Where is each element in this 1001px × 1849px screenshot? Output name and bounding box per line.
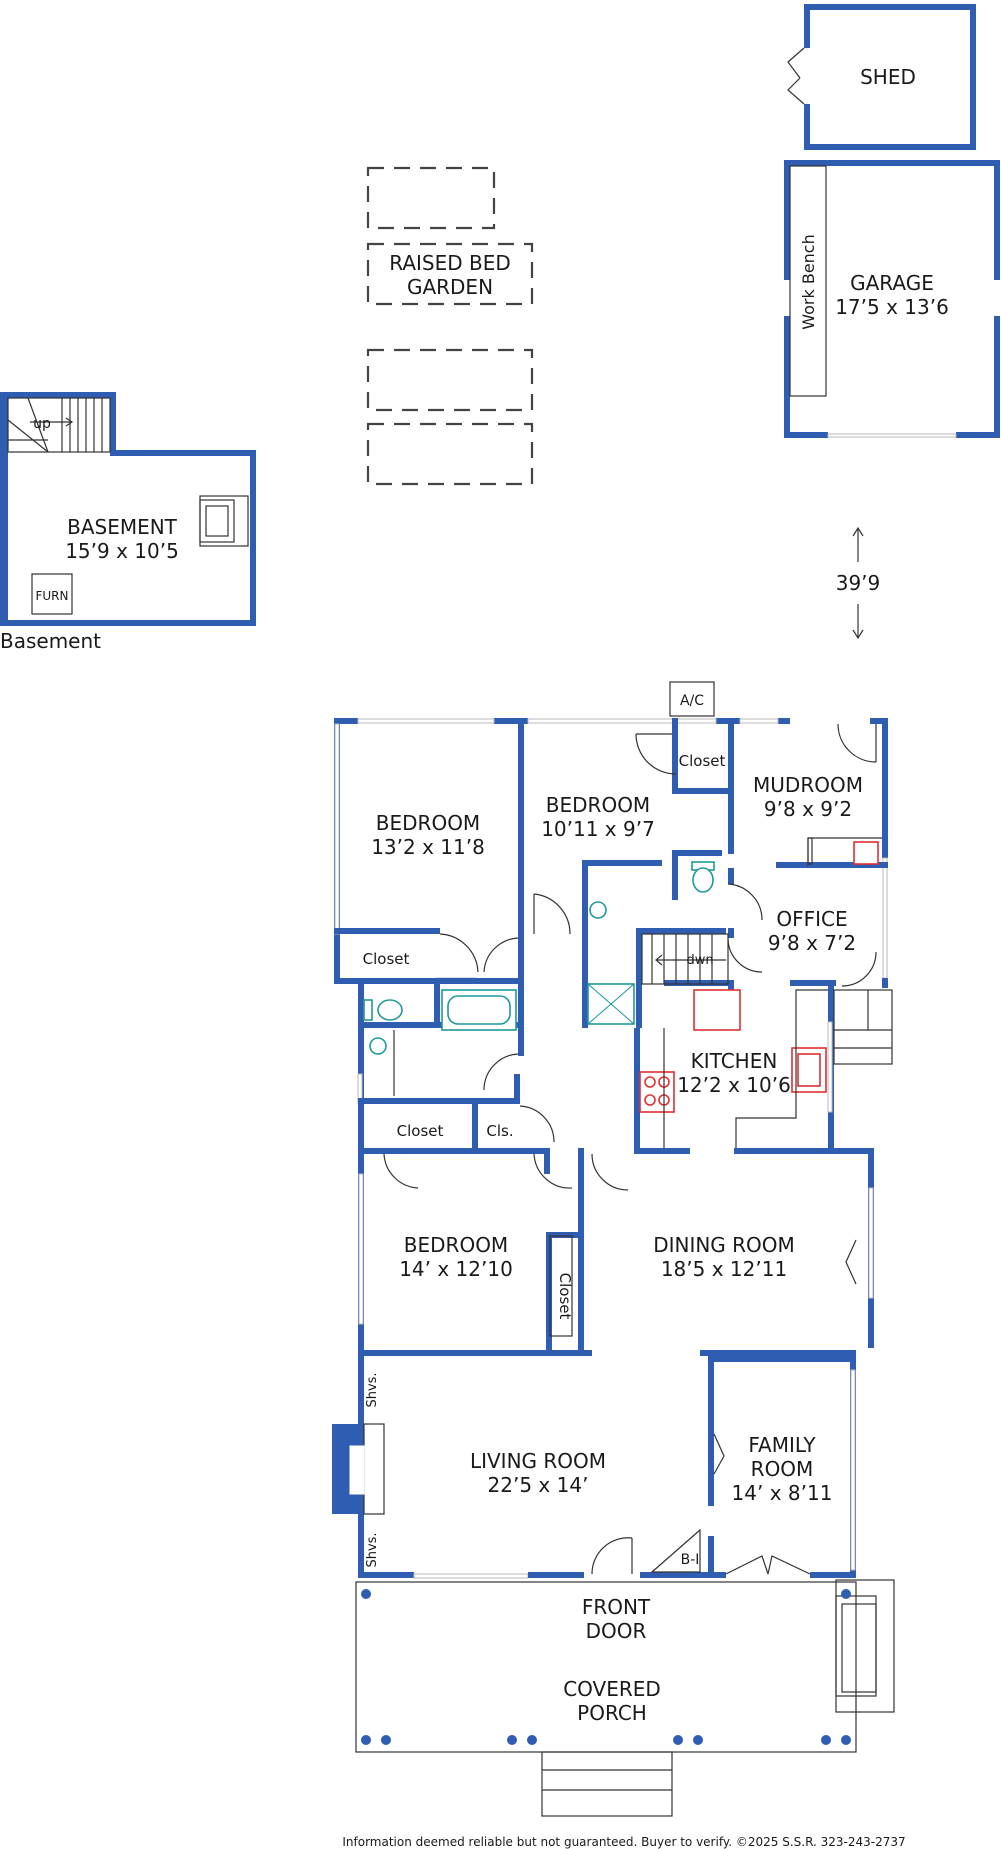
ac-label: A/C bbox=[680, 693, 704, 709]
laundry-sink-icon bbox=[853, 841, 879, 865]
shed: SHED bbox=[787, 4, 976, 150]
raised-bed-garden: RAISED BED GARDEN bbox=[366, 166, 534, 486]
basement-name: BASEMENT bbox=[67, 515, 178, 539]
bedroom3-name: BEDROOM bbox=[404, 1233, 508, 1257]
basement-size: 15’9 x 10’5 bbox=[65, 539, 179, 563]
sink-icon bbox=[589, 901, 607, 919]
dining-size: 18’5 x 12’11 bbox=[661, 1257, 787, 1281]
bedroom1-name: BEDROOM bbox=[376, 811, 480, 835]
porch-label-1: COVERED bbox=[563, 1677, 661, 1701]
basement-caption: Basement bbox=[0, 629, 101, 653]
fixtures bbox=[363, 837, 893, 1573]
kitchen-name: KITCHEN bbox=[691, 1049, 778, 1073]
bedroom1-size: 13’2 x 11’8 bbox=[371, 835, 485, 859]
living-name: LIVING ROOM bbox=[470, 1449, 606, 1473]
stairs-down-label: dwn bbox=[686, 953, 713, 968]
built-in-label: B-I bbox=[681, 1552, 700, 1568]
bedroom2-size: 10’11 x 9’7 bbox=[541, 817, 655, 841]
refrigerator-icon bbox=[693, 989, 741, 1031]
office-size: 9’8 x 7’2 bbox=[768, 931, 856, 955]
basement: up BASEMENT 15’9 x 10’5 FURN bbox=[0, 392, 256, 626]
sink-icon bbox=[369, 1037, 387, 1055]
front-door-label-1: FRONT bbox=[582, 1595, 651, 1619]
exterior-steps bbox=[833, 989, 893, 1065]
built-in-cabinet bbox=[650, 1528, 701, 1573]
shelves-bottom-label: Shvs. bbox=[365, 1532, 380, 1567]
footer-disclaimer: Information deemed reliable but not guar… bbox=[342, 1835, 905, 1849]
porch-label-2: PORCH bbox=[577, 1701, 647, 1725]
toilet-icon bbox=[377, 999, 403, 1021]
closet-bedroom1-label: Closet bbox=[363, 950, 410, 968]
living-size: 22’5 x 14’ bbox=[488, 1473, 589, 1497]
family-size: 14’ x 8’11 bbox=[732, 1481, 833, 1505]
stairs-up-label: up bbox=[33, 416, 51, 432]
office-name: OFFICE bbox=[776, 907, 847, 931]
distance-marker: 39’9 bbox=[836, 526, 881, 640]
garage-size: 17’5 x 13’6 bbox=[835, 295, 949, 319]
furnace-label: FURN bbox=[36, 589, 69, 603]
furnace bbox=[31, 573, 73, 615]
shelves-top-label: Shvs. bbox=[365, 1372, 380, 1407]
ac-unit bbox=[669, 681, 715, 717]
mudroom-size: 9’8 x 9’2 bbox=[764, 797, 852, 821]
dining-name: DINING ROOM bbox=[653, 1233, 795, 1257]
closet-bedroom3-label: Closet bbox=[556, 1273, 574, 1320]
shed-label: SHED bbox=[860, 65, 916, 89]
kitchen-size: 12’2 x 10’6 bbox=[677, 1073, 791, 1097]
stove-icon bbox=[639, 1071, 675, 1113]
basement-stairs bbox=[7, 397, 111, 453]
water-heater bbox=[199, 495, 249, 547]
cls-label: Cls. bbox=[486, 1122, 513, 1140]
raised-bed-label-1: RAISED BED bbox=[389, 251, 511, 275]
front-door-label-2: DOOR bbox=[586, 1619, 647, 1643]
bedroom2-name: BEDROOM bbox=[546, 793, 650, 817]
covered-porch bbox=[355, 1579, 895, 1817]
bedroom3-size: 14’ x 12’10 bbox=[399, 1257, 513, 1281]
family-name-2: ROOM bbox=[751, 1457, 814, 1481]
garage: Work Bench GARAGE 17’5 x 13’6 bbox=[784, 160, 1000, 438]
distance-label: 39’9 bbox=[836, 571, 881, 595]
closet-top-label: Closet bbox=[679, 752, 726, 770]
basement-stairs-down bbox=[641, 933, 729, 985]
mudroom-name: MUDROOM bbox=[753, 773, 863, 797]
closet-hall-label: Closet bbox=[397, 1122, 444, 1140]
house-walls bbox=[332, 718, 888, 1579]
doors bbox=[383, 723, 877, 1575]
raised-bed-label-2: GARDEN bbox=[407, 275, 493, 299]
work-bench-label: Work Bench bbox=[799, 234, 818, 330]
garage-name: GARAGE bbox=[850, 271, 934, 295]
family-name-1: FAMILY bbox=[748, 1433, 816, 1457]
